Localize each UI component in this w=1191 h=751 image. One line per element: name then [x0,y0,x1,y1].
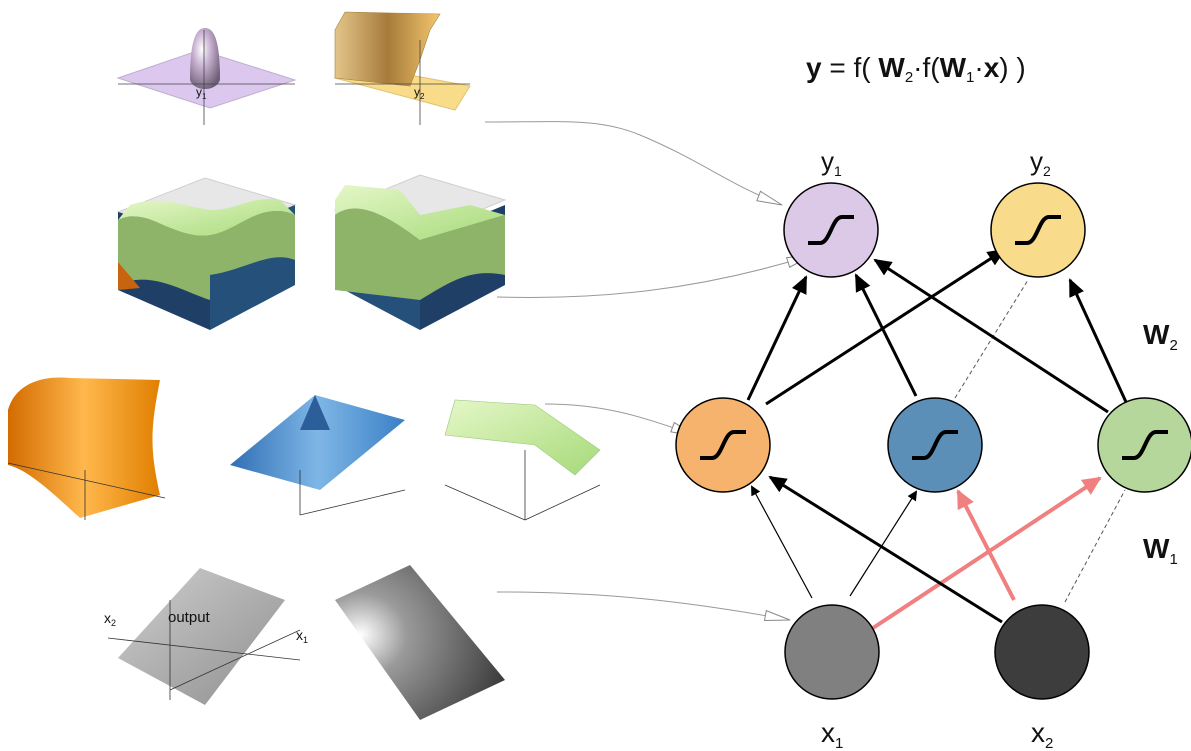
edge-h1-y2 [765,248,1006,406]
plot-hidden-blue [230,395,406,516]
node-y1: y1 [783,146,879,278]
edge-x2-h1 [768,475,1003,624]
plot-input-x1: x2 x1 output [104,568,308,705]
sigmoid-icon [1015,215,1061,245]
node-hidden-3 [1097,397,1191,493]
sigmoid-icon [700,430,746,460]
edge-h3-y2 [1068,278,1128,403]
node-x1-label: x1 [821,717,843,751]
plot-y2-surface: y2 [333,11,471,125]
axis-label-x2: x2 [104,610,116,628]
edge-h1-y1 [746,275,808,401]
node-x2: x2 [994,604,1090,751]
edge-x2-h2 [956,489,1016,601]
plot-input-x2 [335,565,505,720]
axis-label-x1: x1 [296,627,308,645]
plot-y1-label: y1 [196,85,207,101]
plot-hidden-green [444,399,601,521]
edge-x1-h3 [868,476,1102,632]
plot-block-1 [116,177,297,330]
plot-connectors [484,121,813,621]
edge-x1-h1 [751,485,813,599]
node-x1: x1 [784,604,880,751]
edge-x2-h3 [1064,489,1126,603]
node-hidden-2 [887,397,983,493]
edges-w1 [751,475,1126,632]
plot-hidden-orange [7,377,166,520]
weight-label-w2: W2 [1143,319,1178,354]
plot-block-2 [333,174,507,330]
node-y1-label: y1 [821,146,842,179]
node-y2: y2 [990,146,1086,278]
axis-label-output: output [168,609,211,626]
edge-h2-y1 [854,273,918,397]
edge-h3-y1 [873,258,1109,414]
plot-y1-surface: y1 [116,28,297,125]
sigmoid-icon [808,215,854,245]
plot-y2-label: y2 [414,85,425,101]
node-x2-label: x2 [1031,717,1053,751]
edges-w2 [746,248,1128,414]
edge-h2-y2 [954,279,1029,399]
edge-x1-h2 [849,490,918,597]
weight-label-w1: W1 [1143,533,1178,568]
sigmoid-icon [912,430,958,460]
sigmoid-icon [1122,430,1168,460]
network-formula: y = f( W2·f(W1·x) ) [806,52,1026,86]
node-y2-label: y2 [1030,146,1051,179]
node-hidden-1 [675,397,771,493]
